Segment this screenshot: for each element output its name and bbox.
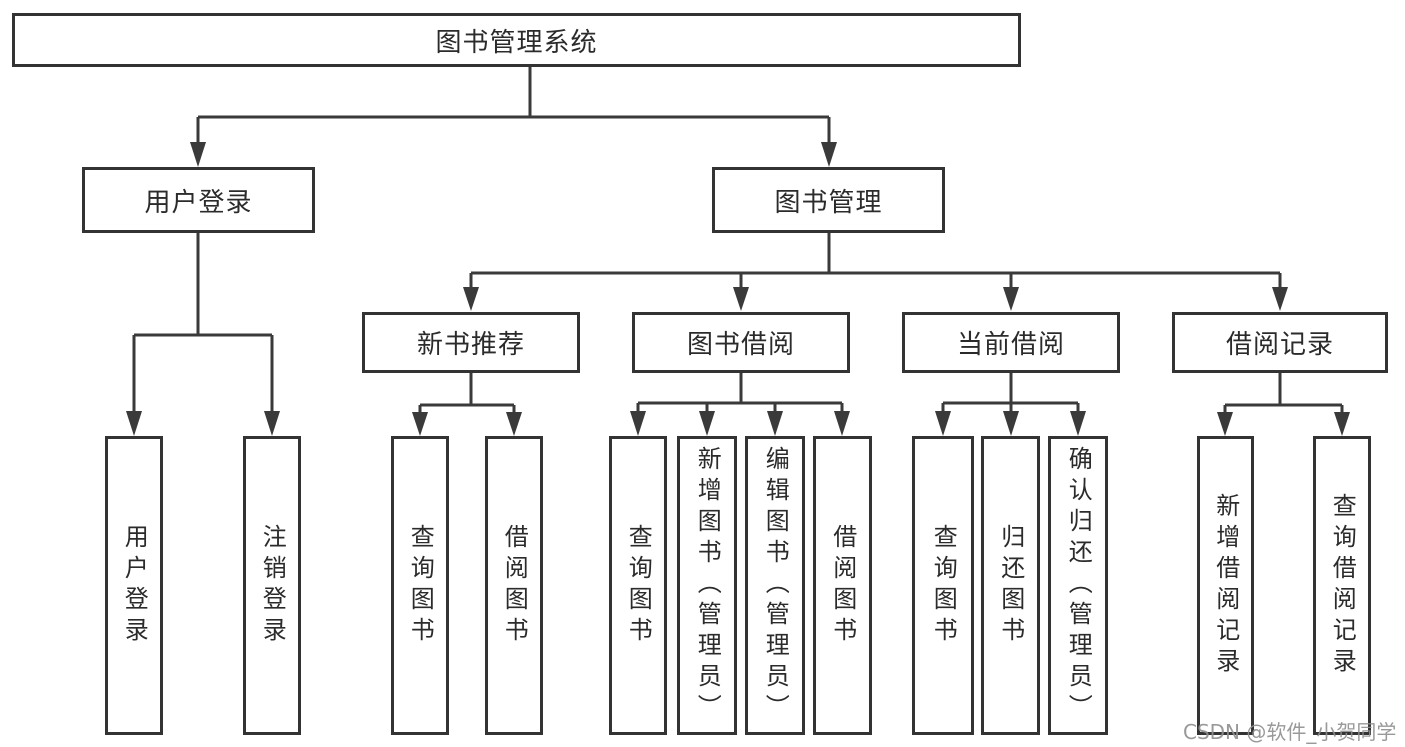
leaf-user-login: 用户登录 (105, 436, 163, 735)
node-label: 借阅图书 (828, 523, 857, 648)
arrowhead (1334, 412, 1350, 436)
leaf-edit-book-admin: 编辑图书（管理员） (745, 436, 805, 735)
node-label: 当前借阅 (956, 330, 1065, 360)
node-library-management-system: 图书管理系统 (12, 13, 1021, 67)
node-label: 注销登录 (258, 523, 287, 648)
arrowhead (463, 287, 479, 311)
node-label: 确认归还（管理员） (1064, 446, 1093, 725)
node-label: 查询图书 (624, 523, 653, 648)
node-borrowing-records: 借阅记录 (1172, 312, 1388, 373)
arrowhead (412, 412, 428, 436)
node-label: 新增图书（管理员） (693, 446, 722, 725)
leaf-borrow-books-borrowing: 借阅图书 (813, 436, 872, 735)
node-label: 查询图书 (929, 523, 958, 648)
node-label: 新书推荐 (416, 330, 525, 360)
node-book-management: 图书管理 (712, 167, 945, 233)
node-user-login: 用户登录 (82, 167, 315, 233)
leaf-logout: 注销登录 (243, 436, 301, 735)
arrowhead (1003, 287, 1019, 311)
node-label: 新增借阅记录 (1211, 492, 1240, 679)
node-label: 图书管理 (774, 187, 883, 218)
node-book-borrowing: 图书借阅 (632, 312, 850, 373)
arrowhead (190, 142, 206, 167)
node-new-book-recommendation: 新书推荐 (362, 312, 580, 373)
arrowhead (1217, 412, 1233, 436)
arrowhead (264, 411, 280, 436)
node-label: 图书借阅 (686, 330, 795, 360)
arrowhead (1070, 411, 1086, 436)
node-label: 用户登录 (120, 523, 149, 648)
arrowhead (834, 411, 850, 436)
csdn-watermark: CSDN @软件_小贺同学 (1183, 720, 1397, 744)
leaf-query-books-current: 查询图书 (912, 436, 974, 735)
leaf-query-books-recommend: 查询图书 (391, 436, 449, 735)
arrowhead (506, 412, 522, 436)
node-label: 编辑图书（管理员） (761, 446, 790, 725)
leaf-confirm-return-admin: 确认归还（管理员） (1048, 436, 1108, 735)
node-label: 图书管理系统 (435, 27, 598, 58)
node-current-borrowing: 当前借阅 (902, 312, 1120, 373)
arrowhead (733, 287, 749, 311)
arrowhead (1003, 411, 1019, 436)
arrowhead (126, 411, 142, 436)
leaf-return-book: 归还图书 (981, 436, 1040, 735)
leaf-query-borrow-record: 查询借阅记录 (1313, 436, 1371, 735)
node-label: 借阅记录 (1225, 330, 1334, 360)
arrowhead (1272, 287, 1288, 311)
node-label: 归还图书 (996, 523, 1025, 648)
arrowhead (699, 411, 715, 436)
leaf-add-borrow-record: 新增借阅记录 (1197, 436, 1254, 735)
node-label: 查询借阅记录 (1328, 492, 1357, 679)
arrowhead (630, 411, 646, 436)
leaf-add-book-admin: 新增图书（管理员） (677, 436, 737, 735)
node-label: 查询图书 (406, 523, 435, 648)
node-label: 用户登录 (144, 187, 253, 218)
node-label: 借阅图书 (500, 523, 529, 648)
leaf-borrow-books-recommend: 借阅图书 (485, 436, 543, 735)
arrowhead (767, 411, 783, 436)
leaf-query-books-borrowing: 查询图书 (609, 436, 667, 735)
arrowhead (935, 411, 951, 436)
arrowhead (821, 142, 837, 167)
